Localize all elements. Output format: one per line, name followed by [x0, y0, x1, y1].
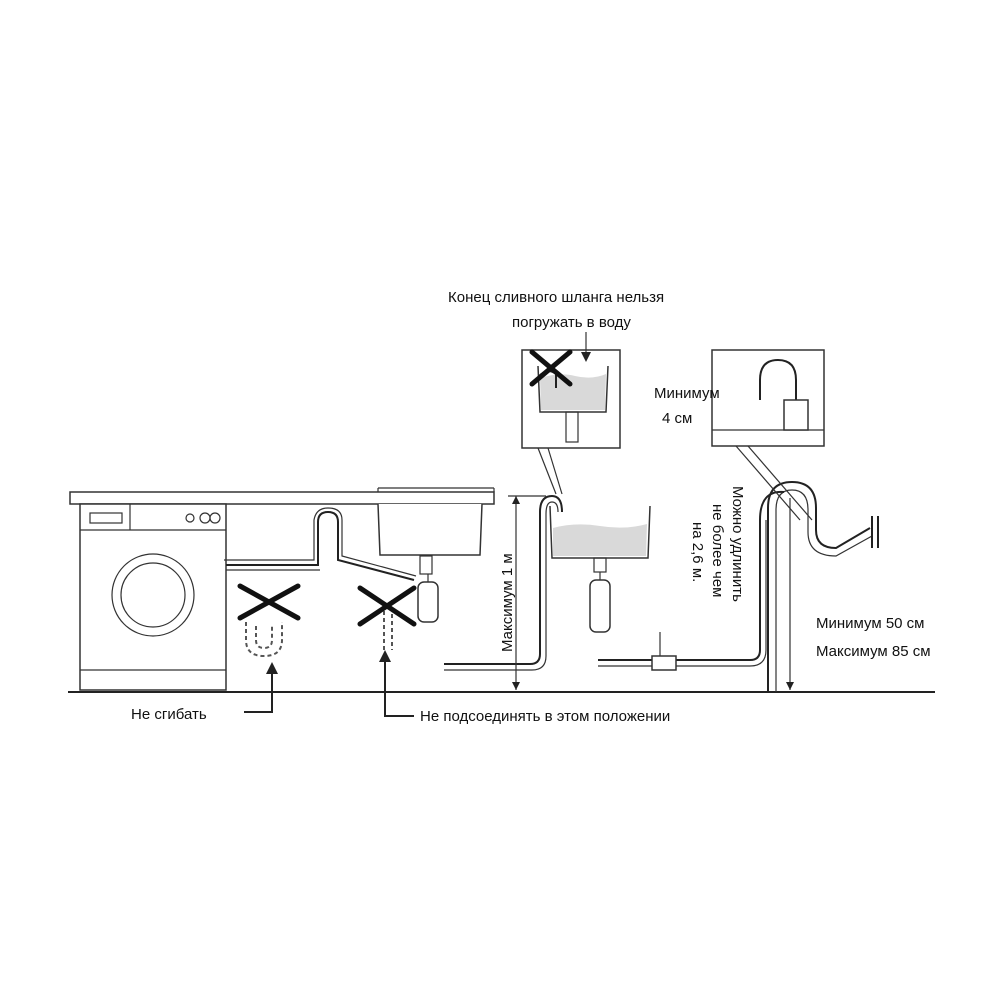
- hose-connector: [651, 655, 677, 671]
- inset-min-4cm: [711, 349, 825, 447]
- max-85cm-label: Максимум 85 см: [816, 643, 931, 660]
- wall-standpipe: [767, 480, 879, 692]
- no-connect-arrow: [379, 650, 414, 717]
- no-connect-label: Не подсоединять в этом положении: [420, 708, 670, 725]
- min-50cm-label: Минимум 50 см: [816, 615, 925, 632]
- inset-no-submerge: [521, 332, 621, 449]
- inset-leader-1: [537, 447, 557, 495]
- max-1m-label: Максимум 1 м: [499, 553, 516, 652]
- inset-leader-2: [547, 447, 563, 495]
- extend-label-line1: Можно удлинить: [729, 486, 746, 602]
- max-height-dimension: [508, 495, 546, 690]
- extend-label-line3: на 2,6 м.: [689, 522, 706, 582]
- min-4cm-label-line1: Минимум: [654, 385, 720, 402]
- no-submerge-label-line2: погружать в воду: [512, 314, 631, 331]
- wrong-connection-icon: [357, 585, 417, 650]
- no-bend-label: Не сгибать: [131, 706, 207, 723]
- no-bend-arrow: [244, 662, 278, 713]
- sink-drain-hose: [444, 494, 563, 665]
- standpipe-height-dimension: [786, 498, 794, 690]
- extend-label-line2: не более чем: [709, 504, 726, 597]
- min-4cm-label-line2: 4 см: [662, 410, 692, 427]
- under-counter-sink: [377, 503, 483, 623]
- inset2-leader-2: [747, 445, 813, 521]
- washing-machine-icon: [79, 503, 227, 691]
- inset2-leader-1: [735, 445, 801, 521]
- extended-hose: [598, 490, 785, 661]
- bent-hose-wrong-icon: [237, 583, 301, 658]
- machine-drain-hose: [226, 510, 415, 581]
- no-submerge-label-line1: Конец сливного шланга нельзя: [448, 289, 664, 306]
- countertop: [69, 487, 495, 505]
- standalone-sink: [549, 505, 651, 633]
